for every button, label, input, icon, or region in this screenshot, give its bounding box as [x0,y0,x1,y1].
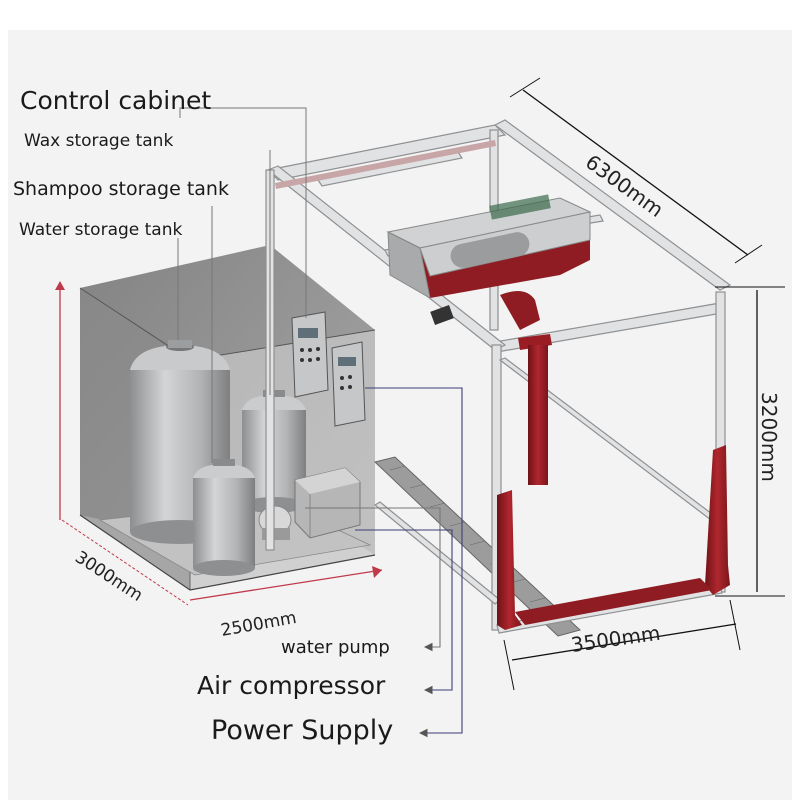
gantry-frame [265,119,732,634]
dim-height: 3200mm [757,392,781,482]
label-air-compressor: Air compressor [197,671,386,700]
side-guides [497,445,730,630]
label-control-cabinet: Control cabinet [20,86,212,115]
control-cabinet-2 [331,341,366,427]
label-power-supply: Power Supply [211,715,394,746]
air-compressor [294,467,361,539]
label-water-pump: water pump [281,637,390,658]
water-pump [258,505,292,540]
label-shampoo-storage-tank: Shampoo storage tank [13,178,229,200]
dimension-lines [55,77,785,691]
rear-rail-strip [275,140,496,189]
label-wax-storage-tank: Wax storage tank [24,131,174,151]
label-leader-lines [177,107,307,463]
wash-machine-trolley [386,194,592,485]
wax-storage-tank [193,459,255,576]
control-cabinet-1 [291,311,329,398]
connection-lines [305,387,463,738]
label-water-storage-tank: Water storage tank [19,220,183,240]
